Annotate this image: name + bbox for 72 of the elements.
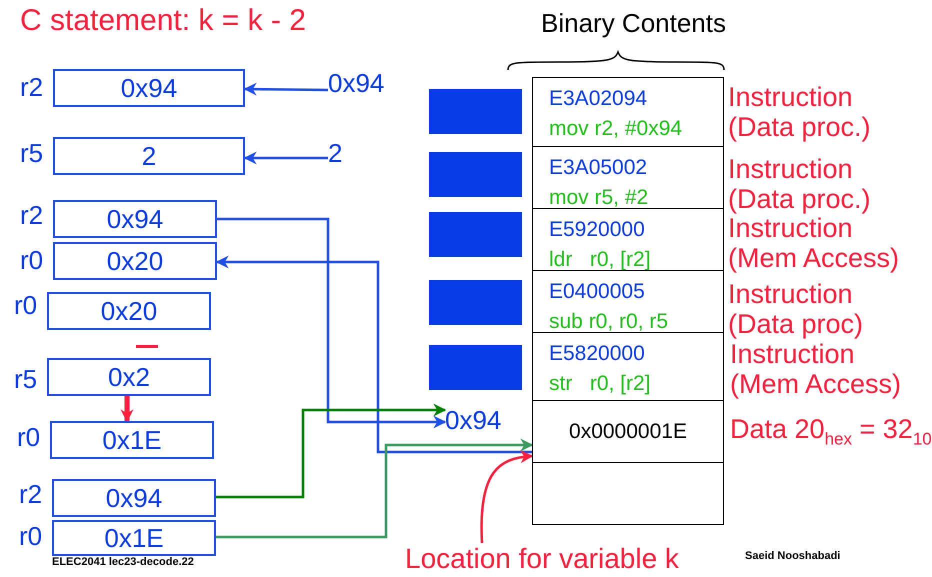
slide-title: C statement: k = k - 2 bbox=[20, 4, 306, 38]
footer-text: ELEC2041 lec23-decode.22 bbox=[52, 556, 194, 568]
register-value: 2 bbox=[142, 140, 156, 172]
instruction-type-label: Instruction (Mem Access) bbox=[730, 339, 902, 399]
assembly-instruction: sub r0, r0, r5 bbox=[549, 309, 670, 335]
memory-cell bbox=[532, 332, 724, 401]
register-box bbox=[47, 358, 211, 396]
register-name: r0 bbox=[19, 521, 42, 552]
instruction-type-label: Instruction (Data proc.) bbox=[728, 82, 872, 142]
register-value: 0x94 bbox=[106, 482, 162, 514]
machine-code: E3A02094 bbox=[549, 86, 648, 112]
register-name: r2 bbox=[20, 72, 44, 103]
register-box bbox=[53, 69, 245, 107]
assembly-instruction: ldr r0, [r2] bbox=[549, 247, 652, 273]
register-box bbox=[53, 242, 217, 280]
arrow bbox=[244, 152, 328, 164]
memory-cell bbox=[532, 77, 724, 147]
filled-block bbox=[429, 212, 522, 257]
column-heading: Binary Contents bbox=[541, 8, 726, 39]
register-box bbox=[53, 200, 217, 238]
footer-text: Saeid Nooshabadi bbox=[745, 550, 840, 562]
assembly-instruction: mov r2, #0x94 bbox=[549, 116, 684, 142]
memory-cell bbox=[532, 400, 724, 463]
data-type-label: Data 20$_{hex}$ = 32$_{10}$ bbox=[730, 414, 932, 450]
value-text: 0x94 bbox=[328, 68, 384, 99]
arrow bbox=[217, 218, 446, 428]
instruction-type-label: Instruction (Data proc) bbox=[728, 279, 864, 339]
register-name: r0 bbox=[20, 245, 44, 276]
arrow bbox=[244, 82, 328, 96]
register-box bbox=[53, 137, 245, 175]
register-value: 0x20 bbox=[106, 246, 164, 276]
arrow bbox=[120, 396, 134, 422]
annotation-text: Location for variable k bbox=[405, 543, 679, 575]
arrow bbox=[216, 438, 534, 538]
register-box bbox=[52, 520, 216, 556]
instruction-type-label: Instruction (Data proc.) bbox=[728, 154, 872, 214]
arrow bbox=[216, 256, 532, 454]
value-text: 2 bbox=[328, 138, 342, 169]
filled-block bbox=[429, 89, 522, 134]
register-box bbox=[52, 479, 216, 517]
assembly-instruction: mov r5, #2 bbox=[549, 185, 650, 211]
arrow bbox=[480, 450, 534, 544]
register-box bbox=[50, 421, 214, 459]
register-box bbox=[47, 292, 211, 330]
filled-block bbox=[429, 152, 522, 197]
register-name: r2 bbox=[20, 200, 44, 231]
register-value: 0x1E bbox=[104, 522, 164, 554]
register-value: 0x1E bbox=[102, 424, 162, 456]
assembly-instruction: str r0, [r2] bbox=[549, 371, 652, 397]
memory-cell bbox=[532, 208, 724, 271]
machine-code: E5920000 bbox=[549, 217, 646, 243]
register-name: r5 bbox=[14, 364, 38, 395]
register-value: 0x94 bbox=[106, 204, 164, 234]
register-value: 0x2 bbox=[108, 362, 150, 392]
machine-code: E5820000 bbox=[549, 341, 646, 367]
machine-code: E0400005 bbox=[549, 279, 646, 305]
register-value: 0x94 bbox=[120, 72, 178, 104]
register-name: r0 bbox=[14, 290, 38, 321]
arrow bbox=[216, 404, 446, 498]
memory-cell bbox=[532, 146, 724, 209]
filled-block bbox=[429, 345, 522, 390]
register-name: r2 bbox=[19, 479, 42, 510]
data-value: 0x0000001E bbox=[569, 420, 687, 444]
memory-cell bbox=[532, 462, 724, 525]
memory-cell bbox=[532, 270, 724, 333]
register-name: r5 bbox=[20, 138, 44, 169]
address-text: 0x94 bbox=[445, 405, 502, 436]
register-value: 0x20 bbox=[100, 296, 158, 326]
register-name: r0 bbox=[17, 422, 40, 453]
machine-code: E3A05002 bbox=[549, 155, 648, 181]
filled-block bbox=[429, 280, 522, 325]
instruction-type-label: Instruction (Mem Access) bbox=[728, 213, 900, 273]
